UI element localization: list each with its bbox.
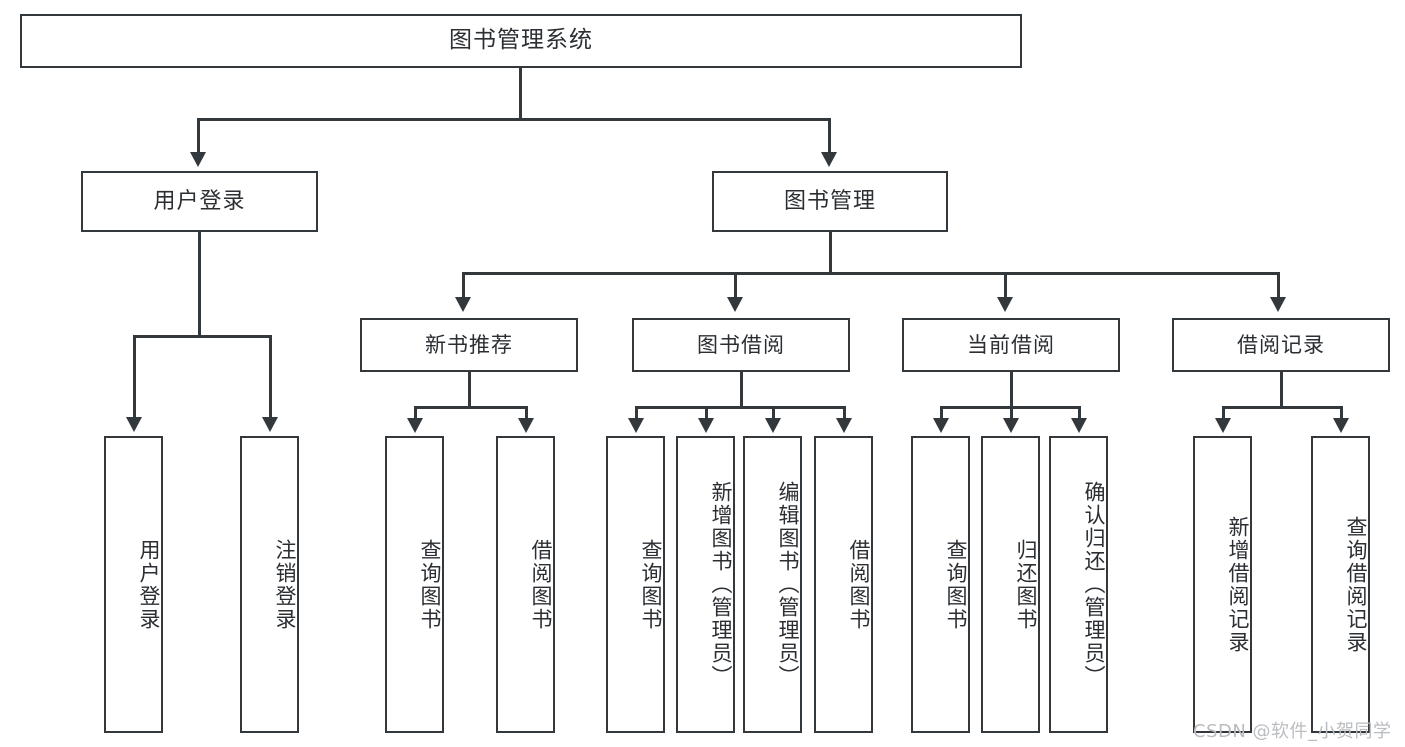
connector-new-book-to-leaf-1 <box>414 406 417 420</box>
node-leaf-query-book-3[interactable]: 查询图书 <box>911 436 970 733</box>
connector-bb-to-leaf-3 <box>772 406 775 420</box>
connector-br-to-leaf-2 <box>1340 406 1343 420</box>
node-book-borrow[interactable]: 图书借阅 <box>632 318 850 372</box>
connector-book-borrow-bus <box>635 406 846 409</box>
arrow-down-icon <box>628 418 644 433</box>
node-new-book-recommend[interactable]: 新书推荐 <box>360 318 578 372</box>
node-label: 注销登录 <box>273 538 297 631</box>
connector-cb-to-leaf-2 <box>1010 406 1013 420</box>
node-label: 借阅图书 <box>847 538 871 631</box>
node-label: 图书管理 <box>783 188 876 214</box>
node-user-login[interactable]: 用户登录 <box>81 171 318 232</box>
node-leaf-logout-login[interactable]: 注销登录 <box>240 436 299 733</box>
node-leaf-edit-book-admin[interactable]: 编辑图书（管理员） <box>743 436 802 733</box>
node-label: 查询图书 <box>418 538 442 631</box>
node-current-borrow[interactable]: 当前借阅 <box>902 318 1120 372</box>
connector-user-login-to-leaf-1 <box>133 335 136 419</box>
node-leaf-add-borrow-record[interactable]: 新增借阅记录 <box>1193 436 1252 733</box>
node-leaf-add-book-admin[interactable]: 新增图书（管理员） <box>676 436 735 733</box>
arrow-down-icon <box>407 418 423 433</box>
connector-new-book-stem <box>468 372 471 406</box>
arrow-down-icon <box>1215 418 1231 433</box>
node-label: 借阅图书 <box>529 538 553 631</box>
connector-user-login-to-leaf-2 <box>269 335 272 419</box>
node-label: 查询图书 <box>639 538 663 631</box>
connector-book-management-bus <box>462 272 1280 275</box>
arrow-down-icon <box>1333 418 1349 433</box>
node-leaf-query-borrow-record[interactable]: 查询借阅记录 <box>1311 436 1370 733</box>
csdn-watermark: CSDN @软件_小贺同学 <box>1193 721 1392 742</box>
node-label: 新增借阅记录 <box>1226 515 1250 654</box>
connector-new-book-bus <box>414 406 528 409</box>
arrow-down-icon <box>455 297 471 312</box>
connector-bb-to-leaf-2 <box>705 406 708 420</box>
node-borrow-record[interactable]: 借阅记录 <box>1172 318 1390 372</box>
arrow-down-icon <box>997 297 1013 312</box>
node-leaf-confirm-return-admin[interactable]: 确认归还（管理员） <box>1049 436 1108 733</box>
connector-root-stem <box>519 68 522 118</box>
arrow-down-icon <box>126 417 142 432</box>
connector-new-book-to-leaf-2 <box>525 406 528 420</box>
arrow-down-icon <box>765 418 781 433</box>
node-leaf-borrow-book-2[interactable]: 借阅图书 <box>814 436 873 733</box>
connector-br-to-leaf-1 <box>1222 406 1225 420</box>
node-leaf-return-book[interactable]: 归还图书 <box>981 436 1040 733</box>
node-leaf-query-book-2[interactable]: 查询图书 <box>606 436 665 733</box>
node-label: 编辑图书（管理员） <box>776 481 800 688</box>
connector-bm-to-borrow-record <box>1277 272 1280 299</box>
node-leaf-user-login[interactable]: 用户登录 <box>104 436 163 733</box>
node-leaf-query-book-1[interactable]: 查询图书 <box>385 436 444 733</box>
node-label: 用户登录 <box>153 188 246 214</box>
connector-book-borrow-stem <box>740 372 743 406</box>
connector-root-to-book-management <box>828 118 831 154</box>
node-leaf-borrow-book-1[interactable]: 借阅图书 <box>496 436 555 733</box>
node-label: 新增图书（管理员） <box>709 481 733 688</box>
arrow-down-icon <box>933 418 949 433</box>
connector-bm-to-current-borrow <box>1004 272 1007 299</box>
node-label: 新书推荐 <box>425 332 513 357</box>
connector-bm-to-book-borrow <box>734 272 737 299</box>
node-label: 用户登录 <box>137 538 161 631</box>
connector-borrow-record-bus <box>1222 406 1340 409</box>
connector-bb-to-leaf-4 <box>843 406 846 420</box>
connector-bb-to-leaf-1 <box>635 406 638 420</box>
connector-cb-to-leaf-3 <box>1078 406 1081 420</box>
node-label: 查询图书 <box>944 538 968 631</box>
arrow-down-icon <box>1003 418 1019 433</box>
arrow-down-icon <box>1071 418 1087 433</box>
node-label: 借阅记录 <box>1237 332 1325 357</box>
arrow-down-icon <box>821 152 837 167</box>
node-label: 图书借阅 <box>697 332 785 357</box>
connector-borrow-record-stem <box>1280 372 1283 406</box>
connector-root-bus <box>197 118 831 121</box>
node-label: 当前借阅 <box>967 332 1055 357</box>
connector-root-to-user-login <box>197 118 200 154</box>
connector-book-management-stem <box>829 232 832 272</box>
node-label: 归还图书 <box>1014 538 1038 631</box>
arrow-down-icon <box>262 417 278 432</box>
node-label: 确认归还（管理员） <box>1082 481 1106 688</box>
arrow-down-icon <box>518 418 534 433</box>
connector-bm-to-new-book <box>462 272 465 299</box>
node-book-management-system[interactable]: 图书管理系统 <box>20 14 1022 68</box>
connector-user-login-stem <box>198 232 201 335</box>
arrow-down-icon <box>727 297 743 312</box>
connector-user-login-bus <box>133 335 271 338</box>
node-label: 查询借阅记录 <box>1344 515 1368 654</box>
connector-cb-to-leaf-1 <box>940 406 943 420</box>
node-label: 图书管理系统 <box>449 27 593 54</box>
connector-current-borrow-stem <box>1010 372 1013 406</box>
arrow-down-icon <box>190 152 206 167</box>
arrow-down-icon <box>836 418 852 433</box>
arrow-down-icon <box>1270 297 1286 312</box>
arrow-down-icon <box>698 418 714 433</box>
node-book-management[interactable]: 图书管理 <box>712 171 948 232</box>
